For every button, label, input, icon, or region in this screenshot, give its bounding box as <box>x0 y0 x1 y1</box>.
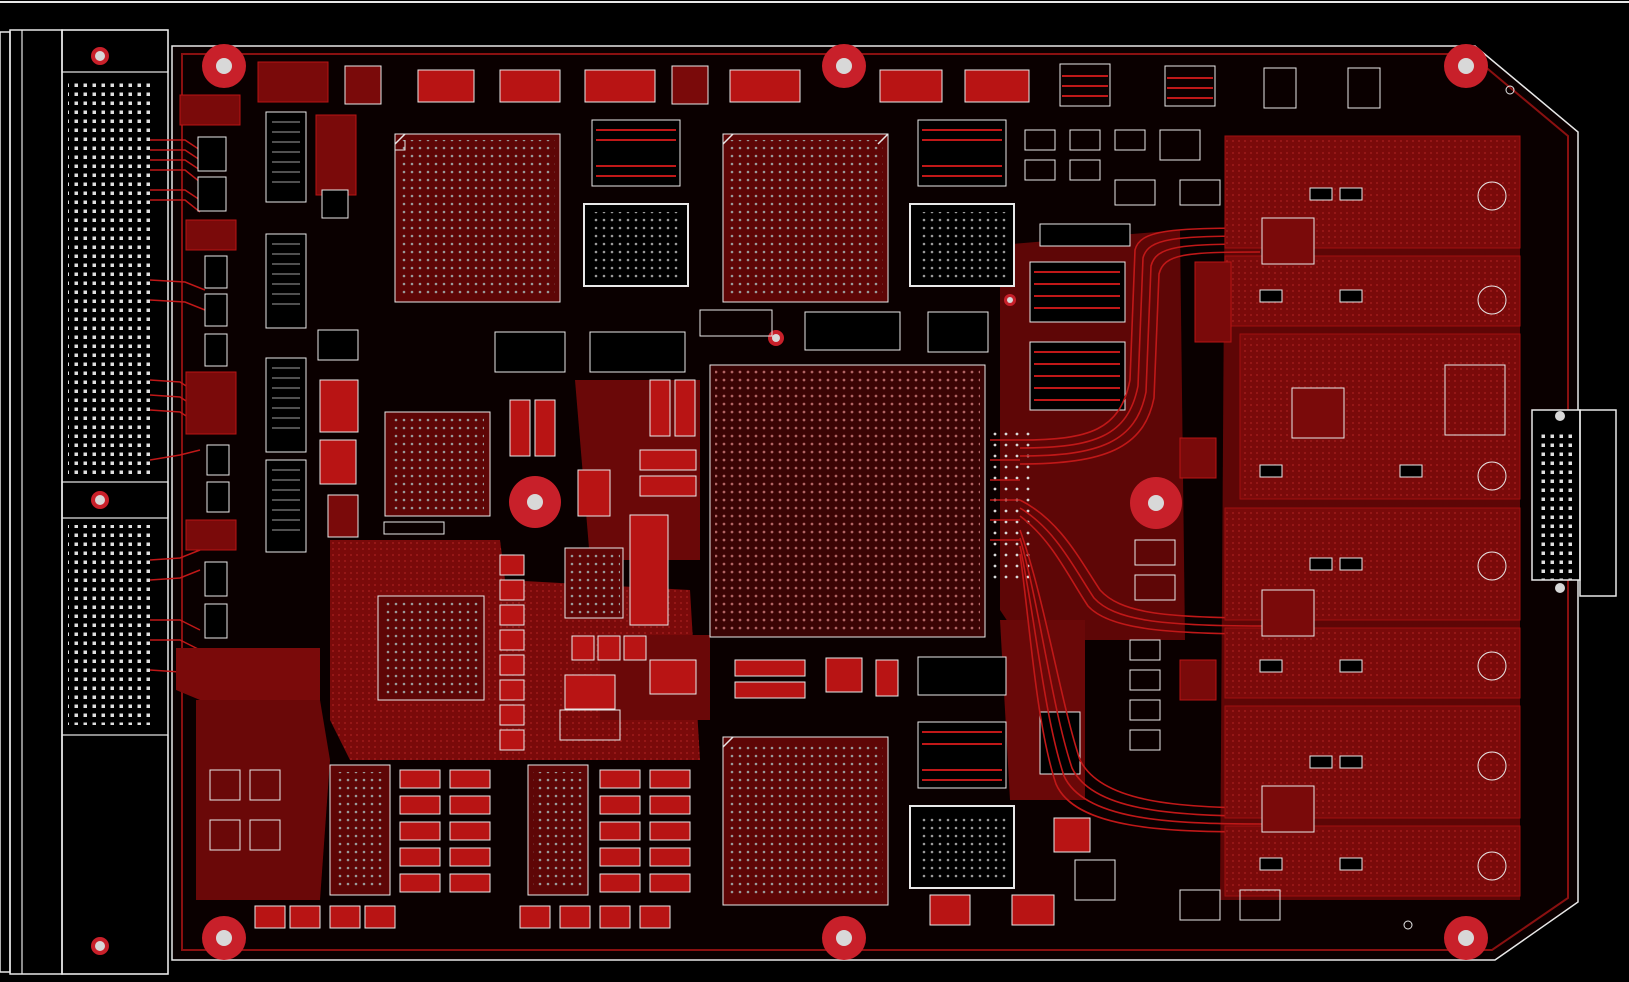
bga-lower-left <box>377 595 485 701</box>
small-bga-4 <box>564 547 624 619</box>
left-component-column <box>179 61 359 639</box>
mounting-hole-bl <box>202 916 246 960</box>
mounting-hole-bc <box>822 916 866 960</box>
mounting-holes <box>202 44 1515 960</box>
routed-bus-traces <box>990 227 1263 833</box>
fpga-main <box>709 364 986 638</box>
mounting-hole-mid <box>509 476 561 528</box>
mounting-hole-tl <box>202 44 246 88</box>
small-bga-2 <box>909 203 1015 287</box>
bga-top-center <box>722 133 889 303</box>
front-panel-connector <box>1531 409 1617 597</box>
mounting-hole-right <box>1130 477 1182 529</box>
mounting-hole-tc <box>822 44 866 88</box>
rf-channel-modules <box>1179 135 1521 897</box>
via-field-fpga-right <box>990 430 1030 580</box>
pin1-markers <box>394 133 889 748</box>
bga-bottom-center <box>722 736 889 906</box>
resistor-array <box>1039 223 1131 247</box>
backplane-connector <box>0 29 169 975</box>
top-power-stage-row <box>344 63 1381 109</box>
tsop-leads <box>596 129 1120 781</box>
bga-top-left <box>394 133 561 303</box>
small-bga-1 <box>583 203 689 287</box>
passive-arrays-bottom-left <box>254 764 691 929</box>
mid-passive-cluster <box>499 379 1091 926</box>
small-bga-3 <box>909 805 1015 889</box>
qfp-controller <box>384 411 491 517</box>
mounting-hole-br <box>1444 916 1488 960</box>
mounting-hole-tr <box>1444 44 1488 88</box>
bga-chips <box>377 133 1015 906</box>
misc-silkscreen <box>209 129 1281 921</box>
